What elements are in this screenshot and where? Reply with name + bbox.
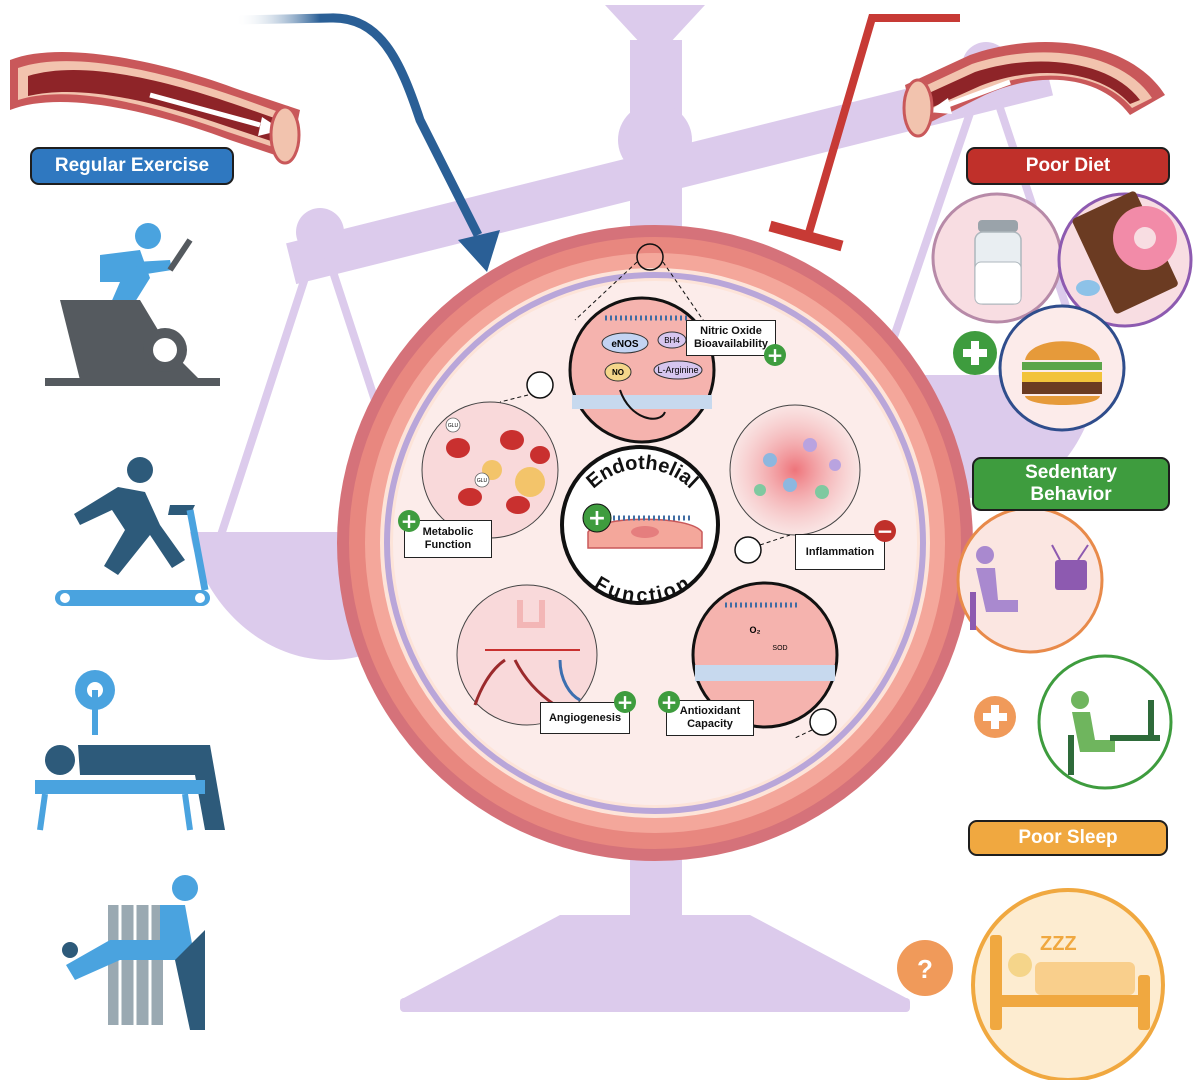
sedentary-plus-icon — [974, 696, 1016, 738]
metabolic-line1: Metabolic — [422, 526, 474, 538]
sod-label: SOD — [772, 645, 787, 652]
nitric-oxide-module — [568, 243, 716, 444]
no-label: NO — [612, 368, 624, 377]
endothelial-function-core: + — [560, 445, 720, 605]
sedentary-behavior-label: Sedentary Behavior — [972, 457, 1170, 511]
question-text: ? — [917, 954, 933, 984]
metabolic-module — [421, 371, 559, 539]
enos-label: eNOS — [611, 339, 639, 350]
scale-base — [400, 915, 910, 1000]
antioxidant-module — [691, 581, 839, 739]
exercise-arrowhead — [458, 230, 500, 272]
poor-sleep-label: Poor Sleep — [968, 820, 1168, 856]
bed-sleep-icon — [971, 888, 1165, 1080]
sedentary-line1: Sedentary — [1025, 462, 1117, 483]
scale-top-cap — [605, 5, 705, 45]
metabolic-line2: Function — [424, 539, 472, 551]
poor-diet-label: Poor Diet — [966, 147, 1170, 185]
endothelial-plus-icon — [582, 503, 612, 533]
risk-inhibitor-bar — [768, 220, 844, 252]
snore-text: ZZZ — [1040, 933, 1077, 955]
risk-inhibitor-line — [804, 14, 960, 238]
inflammation-module — [729, 404, 861, 564]
donut-chocolate-candy-icon — [1057, 191, 1193, 328]
nitric-oxide-line1: Nitric Oxide — [700, 325, 762, 337]
nitric-oxide-plus-icon: + — [764, 344, 786, 366]
antioxidant-line1: Antioxidant — [679, 705, 741, 717]
scale-pivot — [618, 103, 692, 177]
metabolic-function-label: Metabolic Function — [404, 520, 492, 558]
burger-icon — [998, 304, 1126, 432]
vessel-left-icon — [10, 51, 301, 165]
nitric-oxide-label: Nitric Oxide Bioavailability — [686, 320, 776, 356]
computer-desk-icon — [1037, 654, 1173, 790]
sedentary-line2: Behavior — [1030, 484, 1112, 505]
bh4-label: BH4 — [664, 336, 680, 345]
nitric-oxide-line2: Bioavailability — [694, 338, 768, 350]
leg-extension-machine-icon — [62, 875, 205, 1030]
angiogenesis-plus-icon: + — [614, 691, 636, 713]
exercise-arrow — [234, 13, 483, 238]
diet-plus-icon — [953, 331, 997, 375]
stationary-bike-icon — [45, 223, 220, 386]
o2-label: O₂ — [750, 625, 761, 635]
regular-exercise-label: Regular Exercise — [30, 147, 234, 185]
glu-label-2: GLU — [477, 478, 488, 484]
arginine-label: L-Arginine — [657, 365, 698, 375]
right-pan-string-a — [876, 64, 990, 380]
antioxidant-capacity-label: Antioxidant Capacity — [666, 700, 754, 736]
metabolic-plus-icon: + — [398, 510, 420, 532]
question-mark-icon — [897, 940, 953, 996]
inflammation-label: Inflammation — [795, 534, 885, 570]
svg-text:+: + — [588, 506, 606, 531]
treadmill-runner-icon — [55, 457, 210, 606]
vessel-right-icon — [902, 42, 1165, 138]
left-pan-string-a — [216, 230, 324, 540]
inflammation-minus-icon: − — [874, 520, 896, 542]
antioxidant-line2: Capacity — [687, 718, 733, 730]
salt-shaker-icon — [931, 192, 1063, 324]
bench-press-icon — [35, 670, 225, 831]
watching-tv-icon — [956, 506, 1104, 654]
glu-label-1: GLU — [448, 423, 459, 429]
antioxidant-plus-icon: + — [658, 691, 680, 713]
scale-foot — [400, 998, 910, 1012]
